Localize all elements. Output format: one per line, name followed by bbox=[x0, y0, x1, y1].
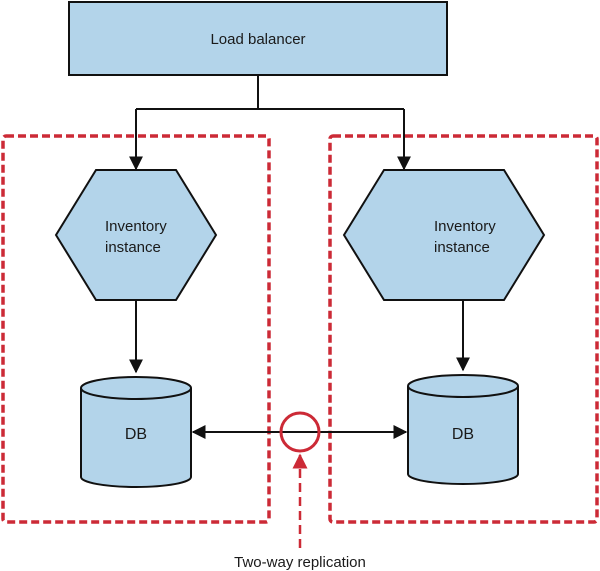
right-instance-label-line2: instance bbox=[434, 239, 490, 256]
left-instance-label-line2: instance bbox=[105, 239, 161, 256]
replication-marker-circle bbox=[279, 411, 321, 453]
left-db-label: DB bbox=[125, 426, 147, 443]
load-balancer-label: Load balancer bbox=[210, 31, 305, 48]
left-database: DB bbox=[80, 376, 192, 488]
left-inventory-instance: Inventory instance bbox=[54, 169, 218, 301]
load-balancer-connectors bbox=[129, 75, 411, 171]
load-balancer-node: Load balancer bbox=[68, 1, 448, 76]
replication-caption: Two-way replication bbox=[234, 554, 366, 571]
right-database: DB bbox=[407, 374, 519, 485]
right-zone-boundary bbox=[328, 134, 599, 524]
right-db-label: DB bbox=[452, 426, 474, 443]
left-instance-label-line1: Inventory bbox=[105, 218, 167, 235]
right-inventory-instance: Inventory instance bbox=[342, 169, 546, 301]
right-instance-label-line1: Inventory bbox=[434, 218, 496, 235]
